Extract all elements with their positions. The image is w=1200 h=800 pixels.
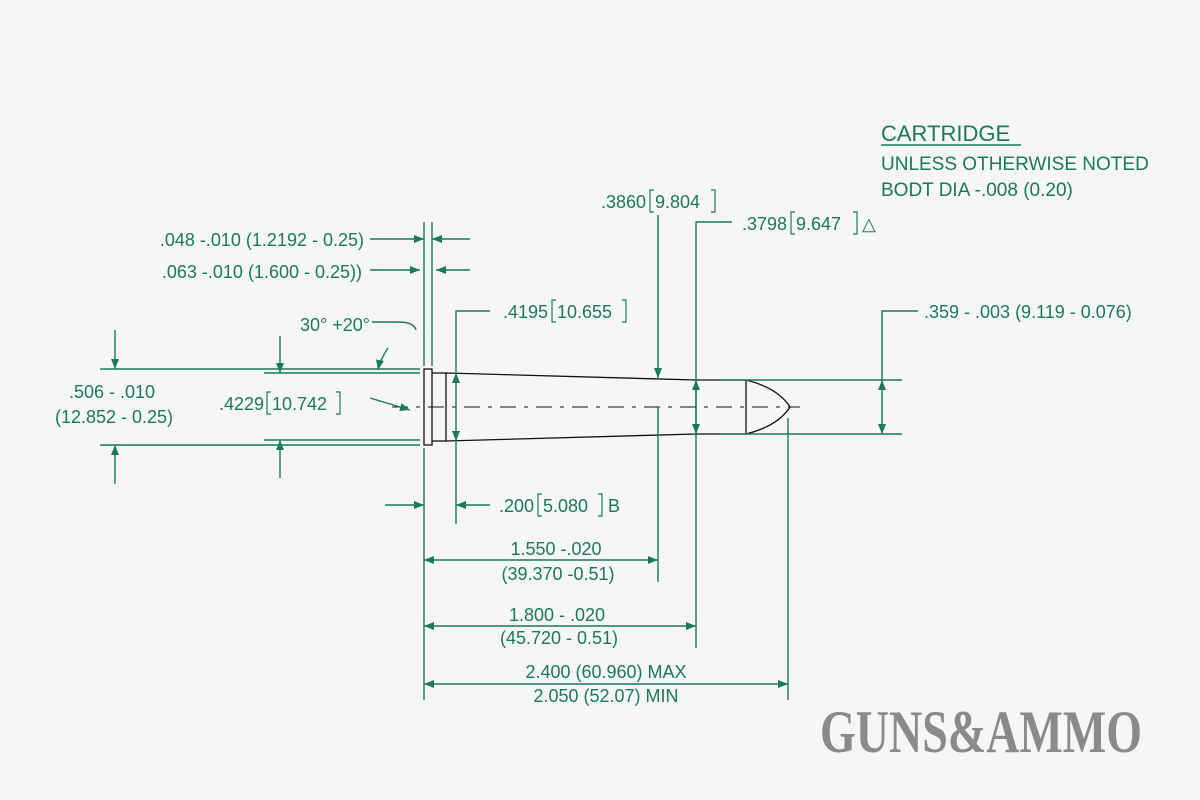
base-diameter-mm: 10.655 xyxy=(557,302,612,322)
bullet-diameter-label: .359 - .003 (9.119 - 0.076) xyxy=(924,302,1132,322)
groove-diameter-inch: .4229 xyxy=(219,394,264,414)
neck-diameter-mm: 9.647 xyxy=(796,214,841,234)
overall-length-label-1: 2.400 (60.960) MAX xyxy=(525,662,686,682)
base-diameter-label: .4195 10.655 xyxy=(503,299,627,323)
groove-angle-label: 30° +20° xyxy=(300,315,370,335)
neck-diameter-label: .3798 9.647 △ xyxy=(742,211,876,235)
base-location-inch: .200 xyxy=(499,496,534,516)
rim-diameter-label-1: .506 - .010 xyxy=(69,382,155,402)
notes-block: CARTRIDGE UNLESS OTHERWISE NOTED BODT DI… xyxy=(881,121,1149,201)
shoulder-length-label-1: 1.550 -.020 xyxy=(510,539,601,559)
base-location-suffix: B xyxy=(608,496,620,516)
overall-length-label-2: 2.050 (52.07) MIN xyxy=(533,686,678,706)
neck-diameter-inch: .3798 xyxy=(742,214,787,234)
neck-diameter-delta-symbol: △ xyxy=(862,214,876,234)
case-length-label-2: (45.720 - 0.51) xyxy=(500,628,618,648)
notes-line-1: UNLESS OTHERWISE NOTED xyxy=(881,154,1149,175)
shoulder-diameter-inch: .3860 xyxy=(601,192,646,212)
rim-diameter-label-2: (12.852 - 0.25) xyxy=(55,407,173,427)
notes-line-2: BODT DIA -.008 (0.20) xyxy=(881,180,1073,201)
base-location-mm: 5.080 xyxy=(543,496,588,516)
groove-diameter-label: .4229 10.742 xyxy=(219,391,341,415)
extractor-groove-label: .063 -.010 (1.600 - 0.25)) xyxy=(162,262,362,282)
base-diameter-inch: .4195 xyxy=(503,302,548,322)
notes-title: CARTRIDGE xyxy=(881,121,1010,146)
dimension-lines xyxy=(100,215,918,700)
case-length-label-1: 1.800 - .020 xyxy=(509,605,605,625)
dimension-labels: .048 -.010 (1.2192 - 0.25) .063 -.010 (1… xyxy=(55,189,1132,706)
shoulder-length-label-2: (39.370 -0.51) xyxy=(501,564,614,584)
base-location-label: .200 5.080 B xyxy=(499,493,620,517)
rim-thickness-label: .048 -.010 (1.2192 - 0.25) xyxy=(160,230,364,250)
groove-diameter-mm: 10.742 xyxy=(272,394,327,414)
shoulder-diameter-mm: 9.804 xyxy=(655,192,700,212)
shoulder-diameter-label: .3860 9.804 xyxy=(601,189,716,213)
guns-and-ammo-logo: GUNS&AMMO xyxy=(820,699,1142,765)
